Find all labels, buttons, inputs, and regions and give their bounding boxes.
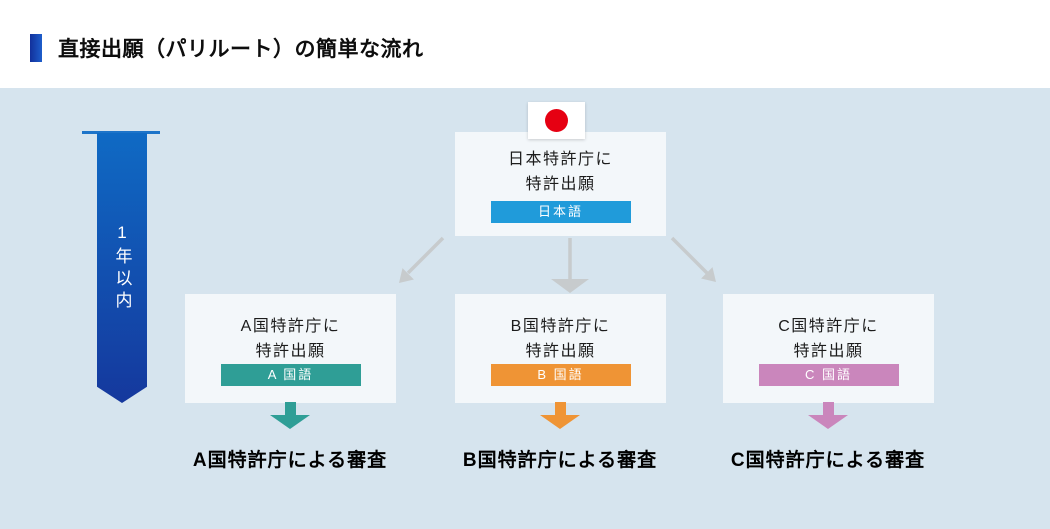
japan-flag-circle	[545, 109, 568, 132]
destination-c-line1: C国特許庁に	[778, 318, 879, 335]
result-arrow-a-head	[270, 415, 310, 429]
source-box-line2: 特許出願	[525, 176, 596, 193]
result-arrow-a-icon	[270, 402, 310, 429]
title-row: 直接出願（パリルート）の簡単な流れ	[30, 30, 424, 66]
result-arrow-a-stem	[284, 402, 296, 415]
source-box-line1: 日本特許庁に	[507, 151, 613, 168]
language-badge-c: C 国語	[758, 364, 899, 386]
figure-title: 直接出願（パリルート）の簡単な流れ	[58, 38, 424, 61]
language-badge-a: A 国語	[220, 364, 361, 386]
source-language-badge: 日本語	[490, 201, 631, 223]
down-left-arrow-icon	[399, 236, 445, 283]
destination-box-a: A国特許庁に 特許出願 A 国語	[185, 294, 396, 403]
down-right-arrow-icon	[670, 236, 716, 282]
result-text-c: C国特許庁による審査	[730, 450, 926, 471]
timeline-label: 1年以内	[112, 223, 132, 313]
destination-a-line2: 特許出願	[255, 343, 326, 360]
destination-box-c: C国特許庁に 特許出願 C 国語	[723, 294, 934, 403]
language-badge-b: B 国語	[490, 364, 631, 386]
result-arrow-b-stem	[554, 402, 566, 415]
timeline-top-bar	[82, 131, 160, 134]
title-marker	[30, 34, 42, 62]
down-arrow-icon	[551, 238, 589, 293]
result-arrow-c-stem	[822, 402, 834, 415]
destination-b-line2: 特許出願	[525, 343, 596, 360]
result-arrow-b-icon	[540, 402, 580, 429]
destination-box-b: B国特許庁に 特許出願 B 国語	[455, 294, 666, 403]
japan-flag-icon	[528, 102, 585, 139]
source-box: 日本特許庁に 特許出願 日本語	[455, 132, 666, 236]
result-arrow-c-head	[808, 415, 848, 429]
result-arrow-b-head	[540, 415, 580, 429]
destination-a-line1: A国特許庁に	[240, 318, 341, 335]
timeline-ribbon: 1年以内	[97, 133, 147, 403]
destination-c-line2: 特許出願	[793, 343, 864, 360]
result-arrow-c-icon	[808, 402, 848, 429]
result-text-b: B国特許庁による審査	[462, 450, 658, 471]
result-text-a: A国特許庁による審査	[192, 450, 388, 471]
destination-b-line1: B国特許庁に	[510, 318, 611, 335]
